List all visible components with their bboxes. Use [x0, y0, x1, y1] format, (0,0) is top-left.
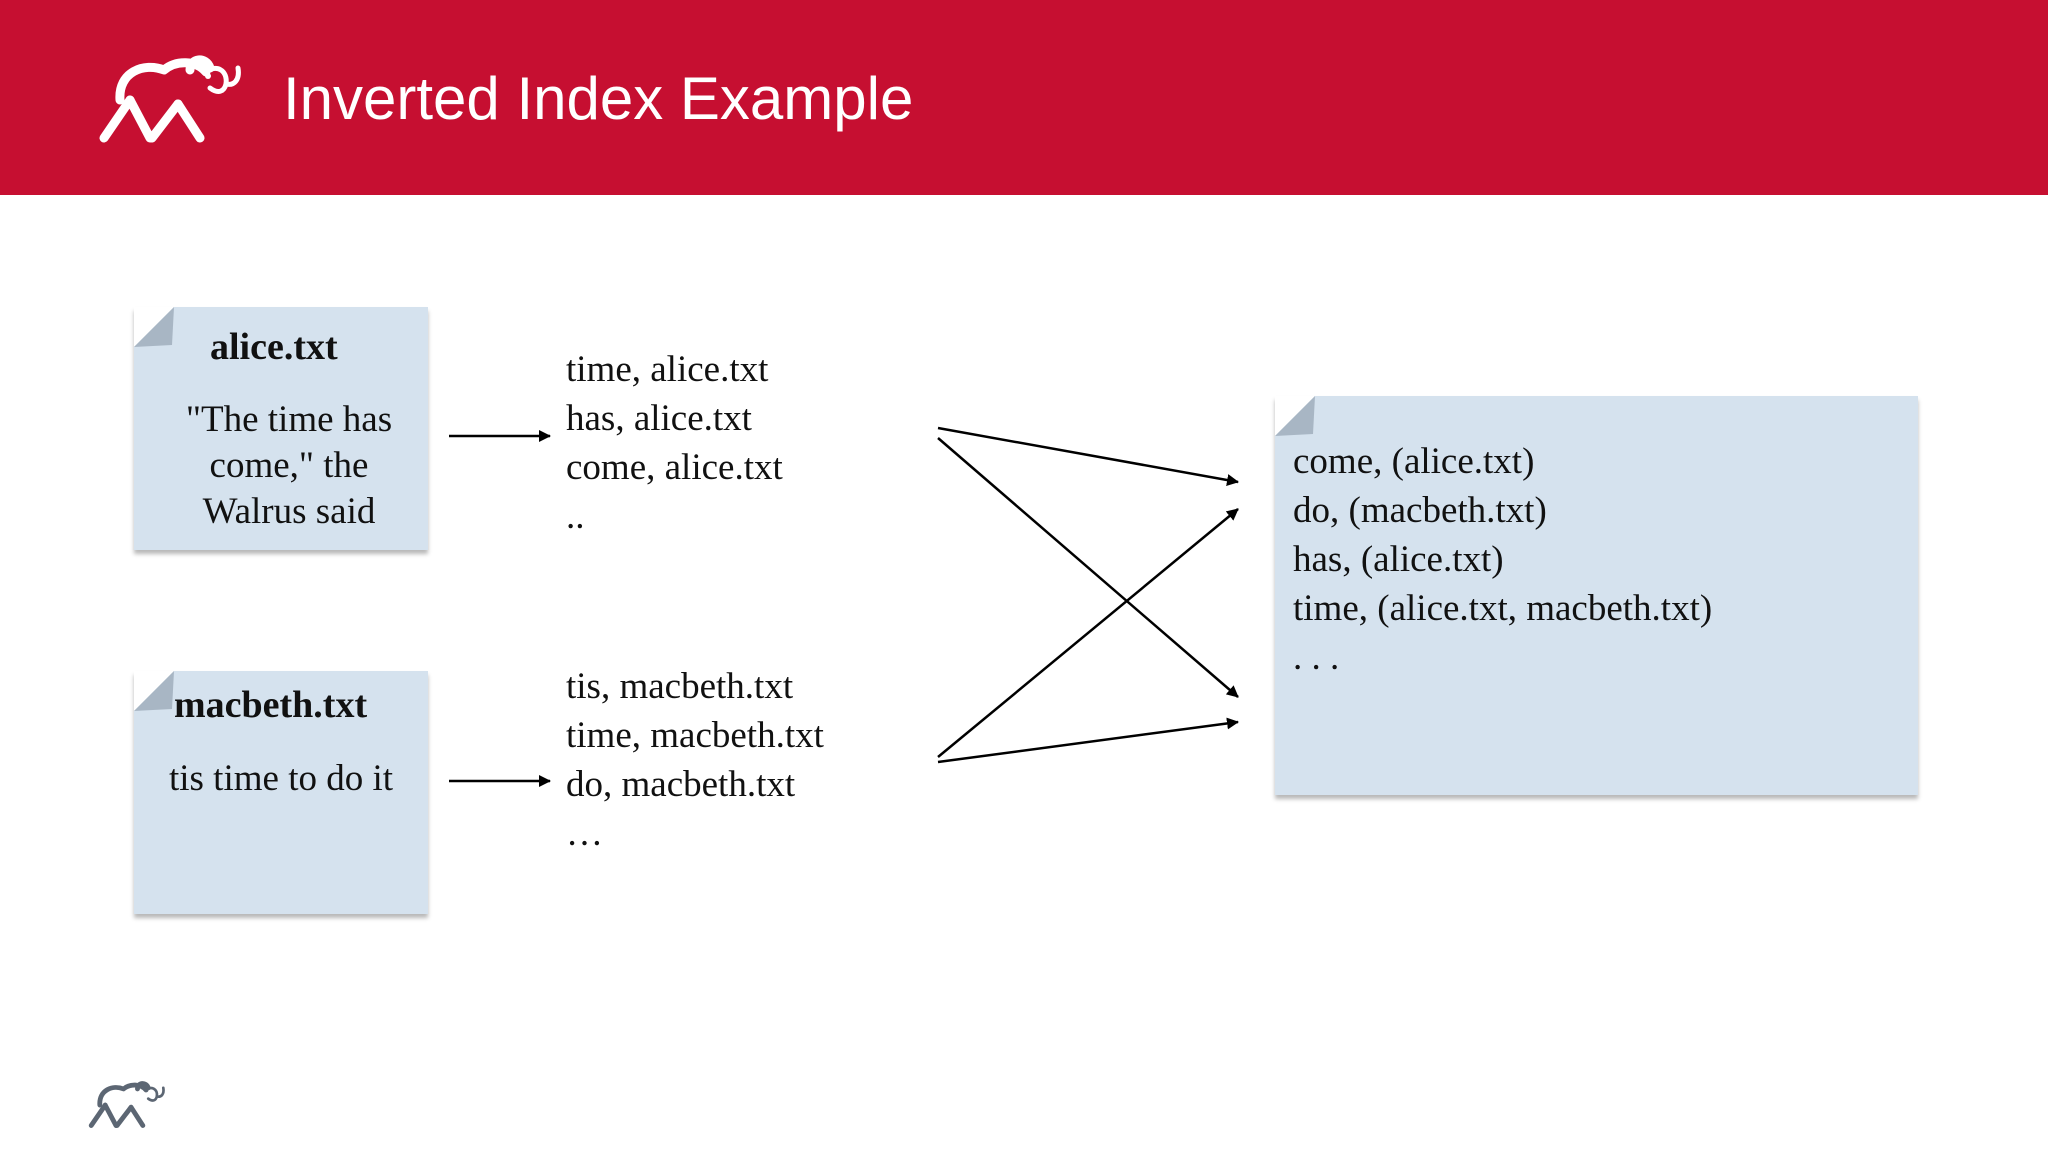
document-content: "The time has come," the Walrus said — [164, 397, 414, 535]
index-entry: come, (alice.txt) — [1293, 441, 1535, 482]
map-output-alice: time, alice.txt has, alice.txt come, ali… — [566, 345, 783, 541]
pair-line: do, macbeth.txt — [566, 764, 796, 805]
pair-line: tis, macbeth.txt — [566, 666, 794, 707]
document-alice: alice.txt "The time has come," the Walru… — [134, 307, 428, 550]
page-title: Inverted Index Example — [283, 65, 914, 132]
index-entry: time, (alice.txt, macbeth.txt) — [1293, 588, 1713, 629]
index-entry: has, (alice.txt) — [1293, 539, 1504, 580]
content-line: tis time to do it — [168, 758, 394, 799]
arrow-shuffle — [937, 426, 1239, 486]
index-entry: do, (macbeth.txt) — [1293, 490, 1547, 531]
slide-header: Inverted Index Example — [0, 0, 2048, 195]
page-fold — [1275, 396, 1315, 436]
document-content: tis time to do it — [134, 756, 428, 802]
arrow-shuffle — [937, 437, 1239, 698]
pair-line: .. — [566, 496, 585, 537]
page-fold — [134, 671, 174, 711]
pair-line: time, alice.txt — [566, 349, 769, 390]
index-entries: come, (alice.txt) do, (macbeth.txt) has,… — [1293, 437, 1712, 682]
arrow-shuffle — [937, 717, 1239, 764]
elephant-logo-icon — [99, 55, 241, 143]
content-line: Walrus said — [202, 491, 376, 532]
page-fold — [134, 307, 174, 347]
map-output-macbeth: tis, macbeth.txt time, macbeth.txt do, m… — [566, 662, 824, 858]
document-filename: alice.txt — [210, 326, 338, 368]
content-line: "The time has — [185, 399, 393, 440]
index-entry: . . . — [1293, 637, 1340, 678]
pair-line: time, macbeth.txt — [566, 715, 824, 756]
pair-line: come, alice.txt — [566, 447, 783, 488]
document-filename: macbeth.txt — [174, 684, 368, 726]
document-macbeth: macbeth.txt tis time to do it — [134, 671, 428, 914]
pair-line: … — [566, 813, 603, 854]
inverted-index: come, (alice.txt) do, (macbeth.txt) has,… — [1275, 396, 1918, 795]
arrow-shuffle — [937, 508, 1239, 758]
elephant-logo-icon — [88, 1081, 165, 1128]
content-line: come," the — [209, 445, 369, 486]
pair-line: has, alice.txt — [566, 398, 752, 439]
